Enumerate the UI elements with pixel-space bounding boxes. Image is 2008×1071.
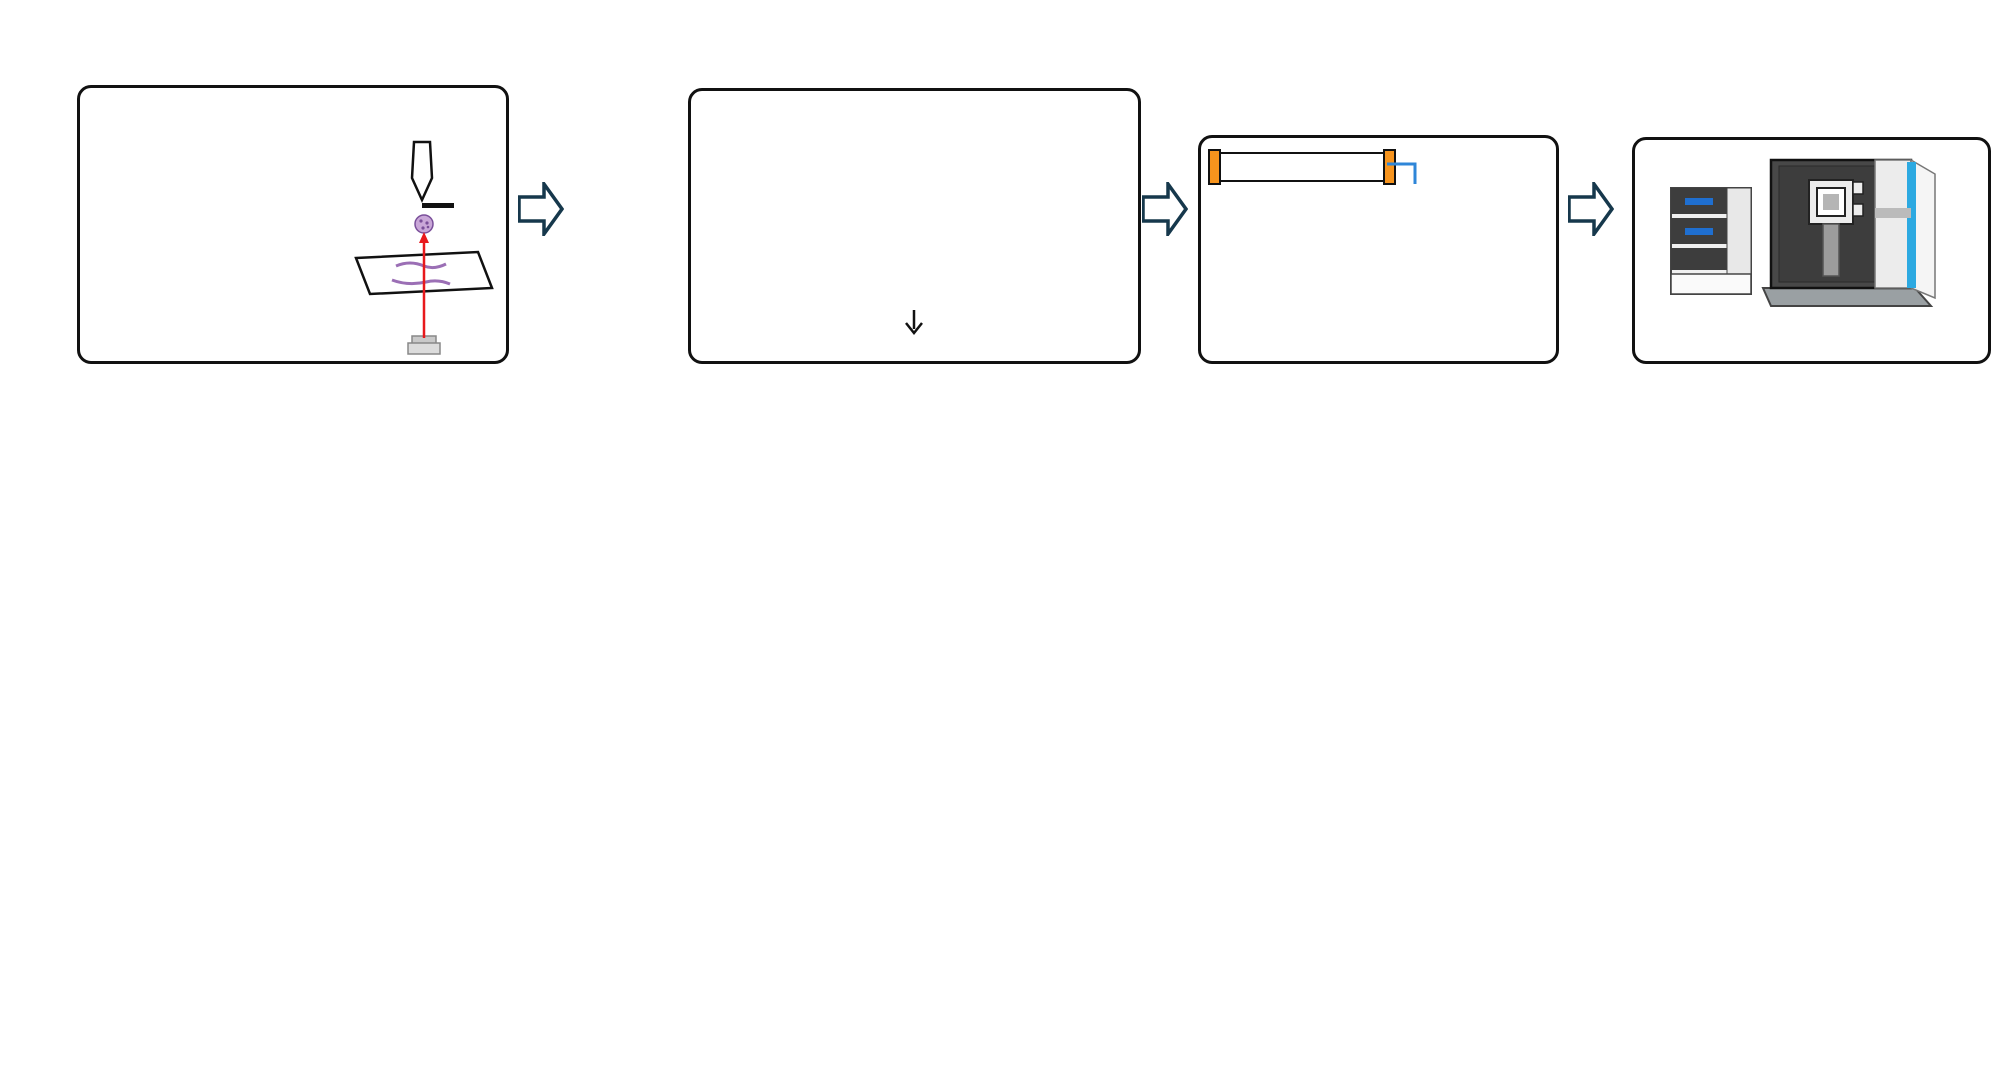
flow-arrow-1-icon bbox=[518, 182, 564, 236]
flow-arrow-3-icon bbox=[1568, 182, 1614, 236]
c18-column bbox=[1208, 149, 1396, 185]
pkhd1-synthetic-spectrum bbox=[798, 798, 1445, 1071]
flow-arrow-2-icon bbox=[1142, 182, 1188, 236]
green-slide-stack-icon bbox=[102, 148, 354, 228]
ibaq-histogram bbox=[70, 505, 760, 875]
ninl-experimental-spectrum bbox=[1410, 512, 2008, 798]
tmt-box bbox=[688, 88, 1141, 364]
lcm-box bbox=[77, 85, 509, 364]
96-well-plate-icon bbox=[1351, 176, 1503, 274]
c18-column-cap-right bbox=[1383, 149, 1396, 185]
column-to-plate-connector bbox=[1387, 162, 1417, 184]
rplc-box bbox=[1198, 135, 1559, 364]
down-arrow-icon bbox=[905, 310, 923, 335]
mass-spectrometer-icon bbox=[1670, 158, 1936, 307]
laser-capture-icon bbox=[354, 140, 494, 355]
ms-box bbox=[1632, 137, 1991, 364]
orange-slide-stack-icon bbox=[102, 282, 354, 362]
c18-column-cap-left bbox=[1208, 149, 1221, 185]
laser-arrow-head bbox=[419, 232, 429, 243]
ninl-synthetic-spectrum bbox=[1410, 798, 2008, 1071]
fraction-tubes-icon bbox=[1249, 276, 1489, 334]
pkhd1-experimental-spectrum bbox=[798, 512, 1445, 798]
